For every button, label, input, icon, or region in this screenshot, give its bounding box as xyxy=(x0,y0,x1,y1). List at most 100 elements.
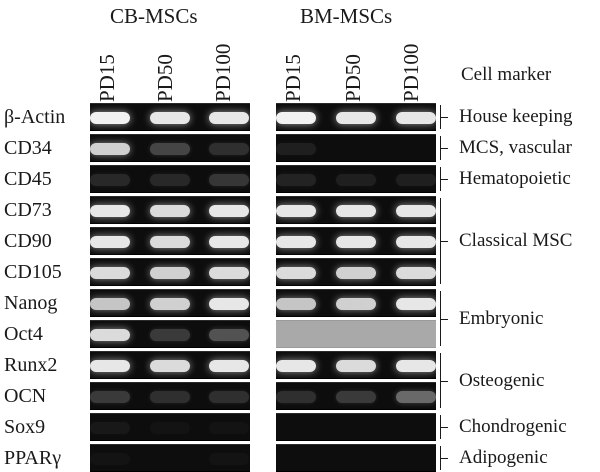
gel-band xyxy=(150,112,190,124)
category-label: House keeping xyxy=(459,106,573,127)
gel-band xyxy=(150,422,190,434)
gel-band xyxy=(209,391,249,403)
gel-band xyxy=(276,453,316,465)
gel-band xyxy=(396,205,436,217)
gel-band xyxy=(276,422,316,434)
gel-band xyxy=(336,236,376,248)
gel-band xyxy=(90,453,130,465)
category-label: Classical MSC xyxy=(459,230,573,251)
category-label: Adipogenic xyxy=(459,447,548,468)
gel-strip xyxy=(90,134,250,162)
lane-label: PD100 xyxy=(399,43,423,102)
gel-band xyxy=(396,298,436,310)
gel-band xyxy=(336,267,376,279)
gel-strip xyxy=(276,289,436,317)
gel-strip xyxy=(276,258,436,286)
gel-band xyxy=(209,329,249,341)
gel-band xyxy=(209,112,249,124)
gel-band xyxy=(336,422,376,434)
marker-row-label: Runx2 xyxy=(4,354,58,376)
marker-row-label: CD34 xyxy=(4,137,52,159)
cell-marker-title: Cell marker xyxy=(461,64,552,85)
gel-band xyxy=(396,267,436,279)
gel-band xyxy=(276,112,316,124)
gel-band xyxy=(276,143,316,155)
gel-band xyxy=(150,298,190,310)
gel-band xyxy=(209,453,249,465)
category-label: Embryonic xyxy=(459,308,544,329)
gel-band xyxy=(90,205,130,217)
gel-band xyxy=(150,453,190,465)
gel-band xyxy=(90,267,130,279)
gel-strip xyxy=(276,165,436,193)
gel-strip xyxy=(90,444,250,472)
group-title-bm-mscs: BM-MSCs xyxy=(300,4,393,28)
gel-band xyxy=(276,360,316,372)
marker-row-label: OCN xyxy=(4,385,47,407)
gel-band xyxy=(396,453,436,465)
gel-band xyxy=(336,205,376,217)
category-bracket-tick xyxy=(440,381,448,382)
gel-band xyxy=(396,174,436,186)
gel-band xyxy=(336,298,376,310)
gel-strip xyxy=(276,134,436,162)
gel-band xyxy=(336,453,376,465)
gel-band xyxy=(209,267,249,279)
gel-band xyxy=(276,298,316,310)
gel-band xyxy=(150,329,190,341)
gel-strip xyxy=(90,289,250,317)
gel-strip xyxy=(90,103,250,131)
lane-label: PD15 xyxy=(95,54,119,102)
gel-band xyxy=(276,267,316,279)
gel-band xyxy=(90,236,130,248)
gel-band xyxy=(90,422,130,434)
group-title-cb-mscs: CB-MSCs xyxy=(110,4,198,28)
gel-strip xyxy=(90,258,250,286)
marker-row-label: CD45 xyxy=(4,168,52,190)
gel-band xyxy=(150,205,190,217)
category-bracket-tick xyxy=(440,458,448,459)
gel-strip xyxy=(90,320,250,348)
gel-band xyxy=(336,391,376,403)
gel-band xyxy=(396,329,436,341)
gel-strip xyxy=(276,227,436,255)
gel-band xyxy=(150,391,190,403)
gel-strip xyxy=(276,382,436,410)
lane-label: PD15 xyxy=(281,54,305,102)
gel-strip xyxy=(90,413,250,441)
gel-band xyxy=(336,360,376,372)
gel-band xyxy=(150,174,190,186)
gel-band xyxy=(90,360,130,372)
gel-band xyxy=(209,174,249,186)
category-label: Hematopoietic xyxy=(459,168,571,189)
marker-row-label: Sox9 xyxy=(4,416,46,438)
lane-label: PD100 xyxy=(211,43,235,102)
category-bracket-tick xyxy=(440,427,448,428)
category-bracket-tick xyxy=(440,241,448,242)
gel-band xyxy=(90,329,130,341)
gel-strip xyxy=(90,351,250,379)
gel-band xyxy=(336,143,376,155)
lane-label: PD50 xyxy=(153,54,177,102)
marker-row-label: PPARγ xyxy=(4,447,62,469)
category-label: MCS, vascular xyxy=(459,137,572,158)
gel-band xyxy=(209,205,249,217)
category-label: Osteogenic xyxy=(459,370,545,391)
lane-label: PD50 xyxy=(341,54,365,102)
marker-row-label: CD90 xyxy=(4,230,52,252)
gel-band xyxy=(336,112,376,124)
gel-band xyxy=(276,391,316,403)
gel-band xyxy=(209,143,249,155)
category-bracket-tick xyxy=(440,179,448,180)
gel-strip xyxy=(90,227,250,255)
gel-band xyxy=(209,298,249,310)
gel-strip xyxy=(276,320,436,348)
gel-strip xyxy=(90,382,250,410)
gel-band xyxy=(336,174,376,186)
gel-band xyxy=(336,329,376,341)
gel-band xyxy=(276,174,316,186)
marker-row-label: CD105 xyxy=(4,261,62,283)
gel-band xyxy=(276,205,316,217)
category-bracket-tick xyxy=(440,148,448,149)
category-bracket xyxy=(440,353,441,408)
